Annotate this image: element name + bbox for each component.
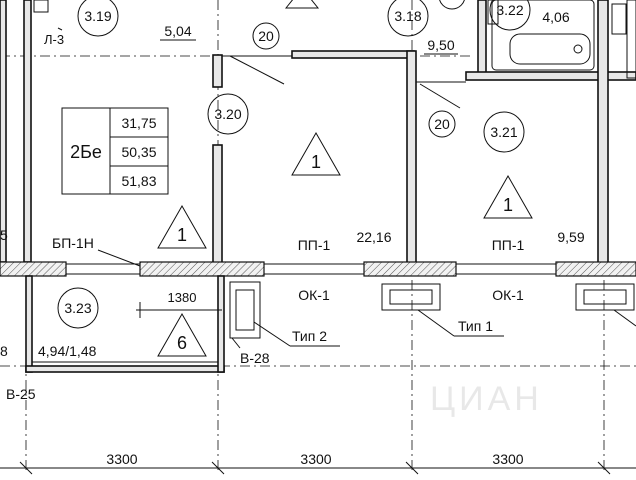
- dim-bottom-tick-1: [19, 461, 33, 475]
- dimension-bottom-2: 3300: [300, 451, 331, 467]
- bathtub-inner: [509, 33, 591, 65]
- bathtub-outer: [491, 0, 595, 71]
- triangle-3-21: [483, 174, 533, 219]
- marker-circle-20b: [428, 110, 456, 138]
- area-edge-5: 5: [0, 227, 8, 243]
- room-number-3-23: 3.23: [64, 300, 91, 316]
- loggia-bottom-wall: [25, 365, 225, 373]
- triangle-label-3-21: 1: [503, 195, 513, 215]
- label-pp1-a: ПП-1: [298, 237, 331, 253]
- wall-top-left: [0, 0, 7, 263]
- leader-tip1: [417, 309, 455, 337]
- wall-3-22-left: [477, 0, 487, 77]
- room-number-3-20: 3.20: [214, 106, 241, 122]
- apartment-value-3: 51,83: [121, 173, 156, 189]
- dim-bottom-tick-3: [405, 461, 419, 475]
- triangle-label-3-20: 1: [311, 152, 321, 172]
- label-bp1n: БП-1Н: [52, 235, 94, 251]
- area-9-50: 9,50: [427, 37, 454, 53]
- bath-fixture-2: [611, 3, 627, 35]
- marker-circle-partial: [439, 0, 465, 10]
- bath-fixture-1: [487, 0, 499, 25]
- label-tip1: Тип 1: [458, 318, 493, 334]
- apartment-table: [61, 107, 169, 195]
- radiator-tip1-inner: [389, 289, 433, 305]
- radiator-tip2: [229, 281, 261, 339]
- room-circle-3-21: [483, 111, 525, 153]
- apartment-value-2: 50,35: [121, 144, 156, 160]
- room-number-3-19: 3.19: [84, 8, 111, 24]
- triangle-top-partial: [284, 0, 320, 9]
- radiator-right: [575, 283, 635, 311]
- radiator-tip2-inner: [235, 289, 255, 331]
- exterior-window-bp1n: [65, 263, 141, 275]
- radiator-right-inner: [583, 289, 627, 305]
- label-ok1-a: ОК-1: [298, 287, 330, 303]
- wall-3-22-right: [597, 0, 609, 273]
- room-number-3-18: 3.18: [394, 8, 421, 24]
- loggia-left-wall: [25, 275, 33, 373]
- label-pp1-b: ПП-1: [492, 237, 525, 253]
- leader-right: [613, 309, 636, 327]
- exterior-wall-mid: [139, 261, 265, 277]
- label-v25: В-25: [6, 386, 36, 402]
- area-5-04: 5,04: [164, 23, 191, 39]
- watermark: ЦИАН: [430, 380, 543, 418]
- label-tip2: Тип 2: [292, 328, 327, 344]
- exterior-window-pp1b: [455, 263, 557, 275]
- apartment-value-1: 31,75: [121, 115, 156, 131]
- leader-tip2: [253, 321, 291, 347]
- exterior-wall-left: [0, 261, 67, 277]
- exterior-wall-mid2: [363, 261, 457, 277]
- area-4-94-1-48: 4,94/1,48: [38, 343, 97, 359]
- radiator-tip1: [381, 283, 441, 311]
- leader-l3: [57, 27, 63, 31]
- loggia-right-wall: [217, 275, 225, 373]
- wall-top-small: [33, 0, 49, 13]
- dim-bottom-tick-4: [597, 461, 611, 475]
- label-v28: В-28: [240, 350, 270, 366]
- room-circle-3-23: [57, 287, 99, 329]
- room-circle-3-18: [387, 0, 429, 37]
- wall-3-20-top: [291, 50, 415, 59]
- exterior-wall-right: [555, 261, 636, 277]
- room-number-3-21: 3.21: [490, 124, 517, 140]
- wall-3-20-left-bottom: [212, 144, 223, 264]
- area-4-06: 4,06: [542, 9, 569, 25]
- dimension-bottom-1: 3300: [106, 451, 137, 467]
- wall-3-20-right: [406, 50, 417, 266]
- triangle-label-2be: 1: [177, 225, 187, 245]
- wall-3-19-right: [23, 0, 32, 263]
- leader-bp1n: [97, 249, 141, 267]
- label-l3: Л-3: [44, 32, 64, 47]
- room-circle-3-19: [77, 0, 119, 37]
- room-circle-3-20: [207, 93, 249, 135]
- room-number-3-22: 3.22: [496, 2, 523, 18]
- bathtub-drain: [573, 44, 583, 54]
- wall-3-21-top: [465, 71, 636, 81]
- dimension-bottom-3: 3300: [492, 451, 523, 467]
- area-9-59: 9,59: [557, 229, 584, 245]
- triangle-3-20: [291, 131, 341, 176]
- area-edge-8: 8: [0, 343, 8, 359]
- leader-v28: [231, 337, 241, 349]
- door-swing-3-20: [229, 55, 285, 85]
- marker-20b: 20: [434, 116, 450, 132]
- wall-right-edge: [626, 0, 636, 79]
- dim-bottom-tick-2: [211, 461, 225, 475]
- marker-circle-20a: [252, 22, 280, 50]
- apartment-code: 2Бе: [70, 142, 102, 162]
- exterior-window-pp1a: [263, 263, 365, 275]
- marker-20a: 20: [258, 28, 274, 44]
- door-swing-3-21: [419, 83, 461, 109]
- dimension-1380: 1380: [168, 290, 197, 305]
- label-ok1-b: ОК-1: [492, 287, 524, 303]
- area-22-16: 22,16: [356, 229, 391, 245]
- room-circle-3-22: [489, 0, 531, 31]
- wall-3-20-left-top: [212, 54, 223, 88]
- triangle-label-3-23: 6: [177, 333, 187, 353]
- triangle-3-23: [157, 312, 207, 357]
- triangle-2be: [157, 204, 207, 249]
